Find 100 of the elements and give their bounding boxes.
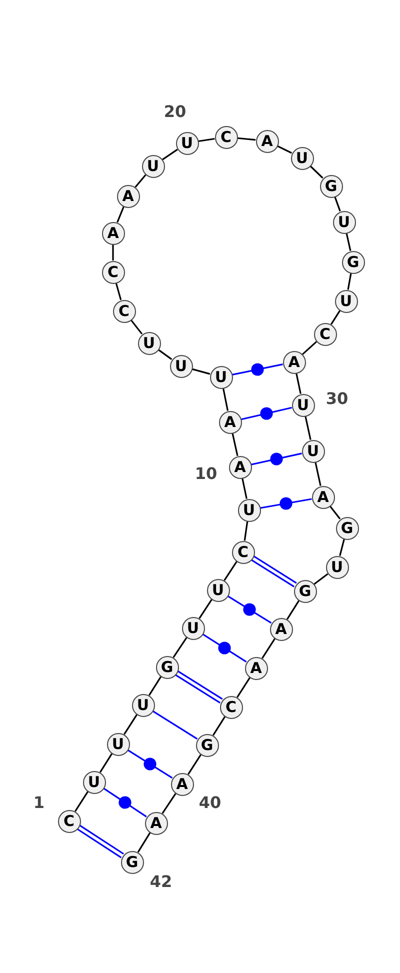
nucleotide-circle: C (112, 300, 136, 322)
backbone-line (244, 521, 248, 541)
backbone-line (112, 244, 114, 260)
backbone-line (314, 462, 322, 486)
nucleotide-circle: G (156, 656, 178, 678)
nucleotide-circle: U (326, 556, 348, 578)
nucleotide-circle: U (238, 498, 260, 522)
backbone-line (334, 196, 341, 212)
nucleotide-circle: U (332, 210, 356, 234)
nucleotide-circle: U (182, 616, 204, 640)
nucleotide-circle: U (132, 694, 154, 716)
backbone-line (222, 388, 229, 411)
backbone-line (198, 138, 215, 142)
nucleotide-circle: G (196, 734, 218, 756)
base-pair-line (174, 670, 224, 704)
base-pair-line (202, 633, 248, 663)
nucleotide-circle: C (214, 126, 238, 148)
position-number: 30 (326, 390, 348, 408)
nucleotide-circle: G (294, 580, 316, 602)
backbone-line (74, 791, 88, 812)
nucleotide-circle: U (290, 146, 314, 170)
nucleotide-circle: A (270, 618, 292, 640)
backbone-line (304, 416, 312, 440)
nucleotide-circle: A (102, 222, 124, 244)
nucleotide-circle: A (218, 410, 242, 434)
backbone-line (130, 320, 143, 334)
base-pair-line (226, 595, 272, 624)
nucleotide-circle: U (292, 394, 314, 416)
position-number: 40 (198, 794, 222, 812)
nucleotide-circle: A (144, 812, 168, 834)
backbone-line (162, 793, 176, 814)
backbone-line (224, 561, 238, 581)
nucleotide-circle: A (170, 772, 194, 796)
backbone-line (346, 233, 352, 251)
nucleotide-circle: C (58, 810, 80, 832)
nucleotide-circle: G (120, 850, 144, 874)
backbone-line (329, 506, 341, 520)
backbone-line (242, 478, 248, 499)
backbone-line (134, 174, 146, 188)
nucleotide-circle: C (314, 322, 336, 346)
backbone-line (339, 538, 345, 556)
nucleotide-circle: U (106, 732, 130, 756)
backbone-line (262, 638, 276, 659)
backbone-line (302, 341, 317, 355)
backbone-line (212, 716, 226, 736)
backbone-line (137, 832, 151, 853)
nucleotide-circle: U (170, 354, 192, 378)
nucleotide-circle: A (116, 184, 140, 208)
nucleotide-circle: U (138, 332, 160, 354)
backbone-line (162, 148, 178, 160)
backbone-line (99, 753, 113, 773)
nucleotide-circle: A (256, 130, 278, 152)
nucleotide-circle: A (244, 656, 268, 680)
nucleotide-circle: U (176, 132, 198, 154)
backbone-line (116, 206, 124, 223)
backbone-line (236, 677, 250, 698)
nucleotide-circle: A (282, 350, 306, 374)
backbone-line (124, 714, 138, 735)
base-pair-line (152, 710, 198, 740)
nucleotide-circle: C (232, 540, 254, 564)
backbone-line (296, 373, 302, 394)
backbone-line (172, 637, 188, 658)
nucleotide-circle: G (336, 516, 358, 540)
nucleotide-circle: G (320, 174, 342, 198)
base-pair-line (126, 749, 174, 779)
backbone-line (158, 349, 172, 360)
backbone-line (188, 754, 202, 775)
backbone-line (232, 433, 238, 456)
nucleotide-circle: C (102, 260, 124, 284)
base-pair-line (76, 824, 124, 858)
nucleotide-circle: U (210, 366, 232, 388)
backbone-line (148, 676, 162, 696)
position-number: 10 (194, 465, 218, 483)
backbone-line (115, 282, 122, 300)
nucleotide-circle: U (82, 770, 106, 794)
backbone-line (286, 600, 300, 620)
backbone-line (310, 165, 324, 179)
nucleotide-circle: U (302, 440, 324, 462)
nucleotide-circle: A (312, 486, 334, 508)
backbone-line (192, 368, 210, 375)
nucleotide-circle: U (334, 290, 358, 312)
position-number: 1 (33, 794, 45, 812)
nucleotide-circle: C (220, 696, 242, 718)
base-pair-line (231, 363, 284, 376)
nucleotide-circle: U (142, 154, 164, 178)
position-number: 20 (164, 103, 186, 121)
nucleotide-circle: U (206, 578, 230, 602)
backbone-line (330, 310, 340, 325)
base-pair-line (250, 555, 298, 588)
backbone-line (277, 145, 292, 154)
backbone-line (237, 137, 256, 141)
backbone-line (314, 573, 328, 585)
position-number: 42 (150, 873, 172, 891)
base-pair-line (250, 452, 303, 466)
base-pair-line (102, 788, 148, 818)
base-pair-line (260, 497, 312, 510)
backbone-line (347, 273, 352, 290)
nucleotide-circle: G (342, 250, 364, 274)
nucleotide-circle: A (228, 456, 252, 478)
backbone-line (198, 599, 212, 619)
